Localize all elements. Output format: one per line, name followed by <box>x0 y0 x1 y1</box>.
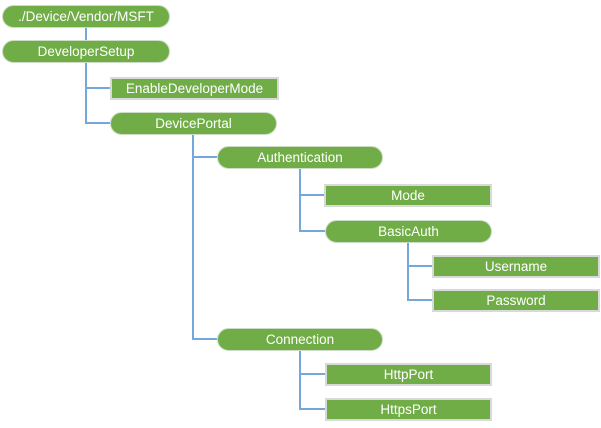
connector-line <box>192 156 217 158</box>
node-device-portal: DevicePortal <box>110 112 277 135</box>
connector-line <box>407 265 432 267</box>
node-authentication: Authentication <box>217 146 383 169</box>
connector-line <box>299 194 325 196</box>
connector-line <box>299 408 325 410</box>
node-enable-developer-mode: EnableDeveloperMode <box>110 77 279 100</box>
connector-line <box>407 242 409 301</box>
connector-line <box>407 299 432 301</box>
connector-line <box>299 168 301 232</box>
node-username: Username <box>432 255 600 278</box>
connector-line <box>85 28 87 41</box>
connector-line <box>299 373 325 375</box>
connector-line <box>192 338 217 340</box>
connector-line <box>85 87 110 89</box>
node-root: ./Device/Vendor/MSFT <box>2 5 170 28</box>
connector-line <box>85 122 110 124</box>
node-connection: Connection <box>217 328 383 351</box>
node-basic-auth: BasicAuth <box>325 220 492 243</box>
connector-line <box>192 134 194 340</box>
node-http-port: HttpPort <box>325 363 492 386</box>
node-mode: Mode <box>324 184 492 207</box>
connector-line <box>85 63 87 124</box>
node-password: Password <box>432 289 600 312</box>
connector-line <box>299 230 325 232</box>
node-https-port: HttpsPort <box>325 398 492 421</box>
connector-line <box>299 350 301 410</box>
node-developer-setup: DeveloperSetup <box>2 40 170 63</box>
